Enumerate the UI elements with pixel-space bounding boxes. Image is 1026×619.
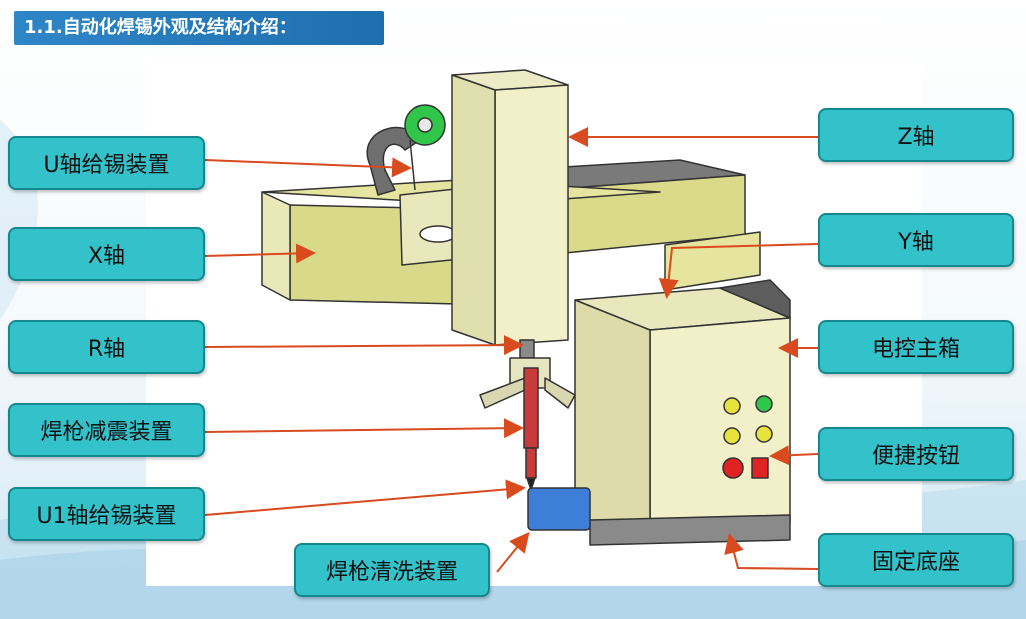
soldering-gun-body (523, 367, 539, 449)
label-gun-cleaner: 焊枪清洗装置 (294, 543, 490, 597)
label-u1-axis-feeder: U1轴给锡装置 (8, 487, 205, 541)
label-fixed-base: 固定底座 (818, 533, 1014, 587)
label-z-axis: Z轴 (818, 108, 1014, 162)
gun-cleaner-block (527, 487, 591, 531)
label-gun-damper: 焊枪减震装置 (8, 403, 205, 457)
base-plate (589, 514, 791, 546)
soldering-gun-point (526, 477, 536, 491)
control-box-front (649, 317, 791, 533)
button-yellow-3 (755, 425, 773, 443)
button-yellow-2 (723, 427, 741, 445)
u-axis-feeder-window (419, 225, 457, 243)
button-green-1 (755, 395, 773, 413)
page-title: 1.1.自动化焊锡外观及结构介绍： (14, 11, 384, 45)
u-axis-wire (409, 139, 416, 191)
button-red (722, 457, 744, 479)
label-u-axis-feeder: U轴给锡装置 (8, 136, 205, 190)
button-switch (751, 457, 769, 479)
x-axis-beam-end (261, 191, 291, 301)
label-y-axis: Y轴 (818, 213, 1014, 267)
u-axis-reel-center (417, 117, 433, 133)
r-axis-shaft (519, 339, 535, 359)
label-r-axis: R轴 (8, 320, 205, 374)
label-quick-buttons: 便捷按钮 (818, 427, 1014, 481)
button-yellow-1 (723, 397, 741, 415)
z-axis-side (451, 74, 496, 346)
z-axis-front (494, 84, 569, 346)
gun-damper-wing-left (479, 377, 526, 409)
soldering-gun-tip (525, 447, 537, 479)
label-control-box: 电控主箱 (818, 320, 1014, 374)
gun-damper-wing-right (544, 377, 576, 409)
label-x-axis: X轴 (8, 227, 205, 281)
